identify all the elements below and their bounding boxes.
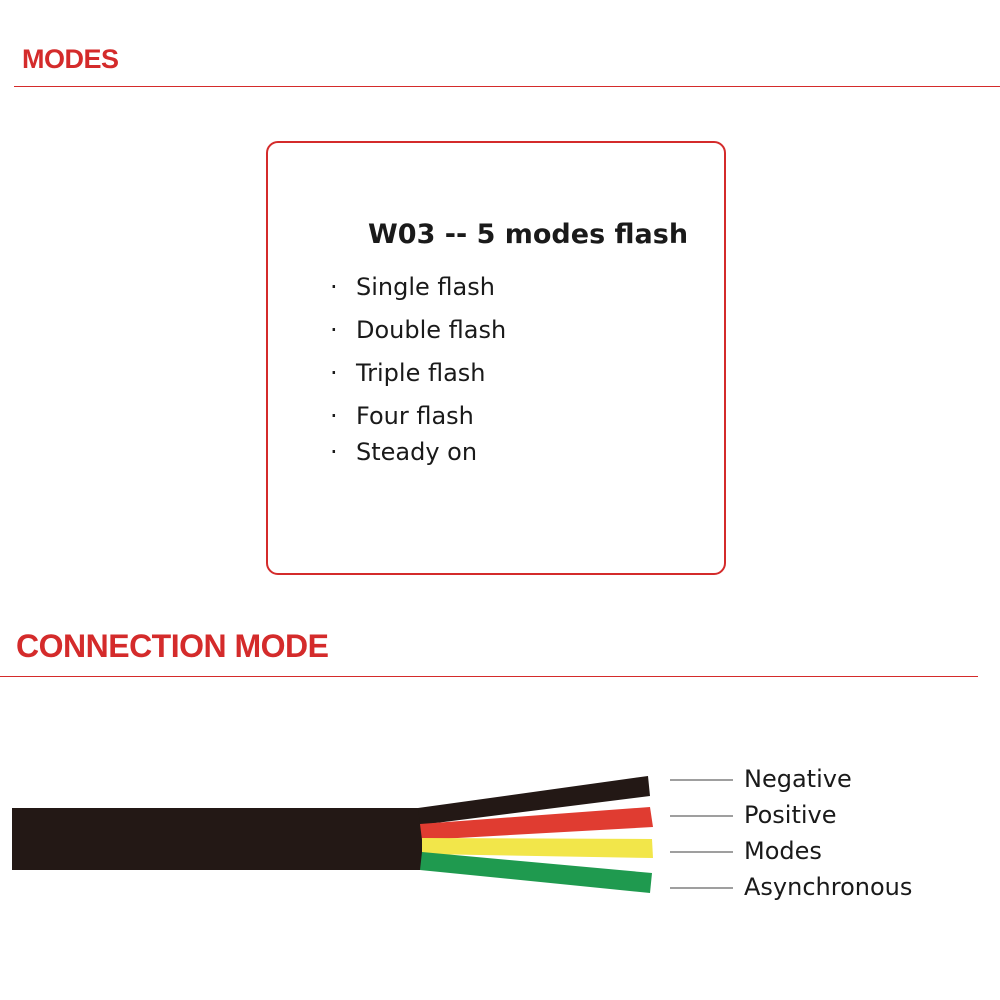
mode-item: · Steady on: [330, 438, 477, 466]
connection-section-title: CONNECTION MODE: [16, 628, 329, 664]
wire-label-positive: Positive: [744, 801, 837, 829]
connection-divider: [0, 676, 978, 677]
bullet: ·: [330, 359, 338, 387]
bullet: ·: [330, 316, 338, 344]
modes-divider: [14, 86, 1000, 87]
wire-label-modes: Modes: [744, 837, 822, 865]
wire-positive: [420, 807, 653, 840]
mode-item-label: Four flash: [356, 402, 474, 430]
wire-negative: [418, 776, 650, 825]
mode-item-label: Steady on: [356, 438, 478, 466]
mode-item-label: Triple flash: [356, 359, 486, 387]
mode-item: · Double flash: [330, 316, 506, 344]
wire-modes: [422, 838, 653, 858]
mode-item: · Single flash: [330, 273, 495, 301]
mode-item-label: Double flash: [356, 316, 507, 344]
mode-item: · Triple flash: [330, 359, 486, 387]
mode-item: · Four flash: [330, 402, 474, 430]
bullet: ·: [330, 402, 338, 430]
modes-box-title: W03 -- 5 modes flash: [368, 219, 689, 250]
bullet: ·: [330, 273, 338, 301]
mode-item-label: Single flash: [356, 273, 495, 301]
wire-label-asynchronous: Asynchronous: [744, 873, 913, 901]
cable-diagram: [12, 776, 733, 893]
modes-section-title: MODES: [22, 44, 119, 74]
bullet: ·: [330, 438, 338, 466]
wire-label-negative: Negative: [744, 765, 852, 793]
modes-box: W03 -- 5 modes flash · Single flash · Doub…: [266, 141, 726, 575]
cable-jacket: [12, 808, 422, 870]
wire-asynchronous: [420, 852, 652, 893]
